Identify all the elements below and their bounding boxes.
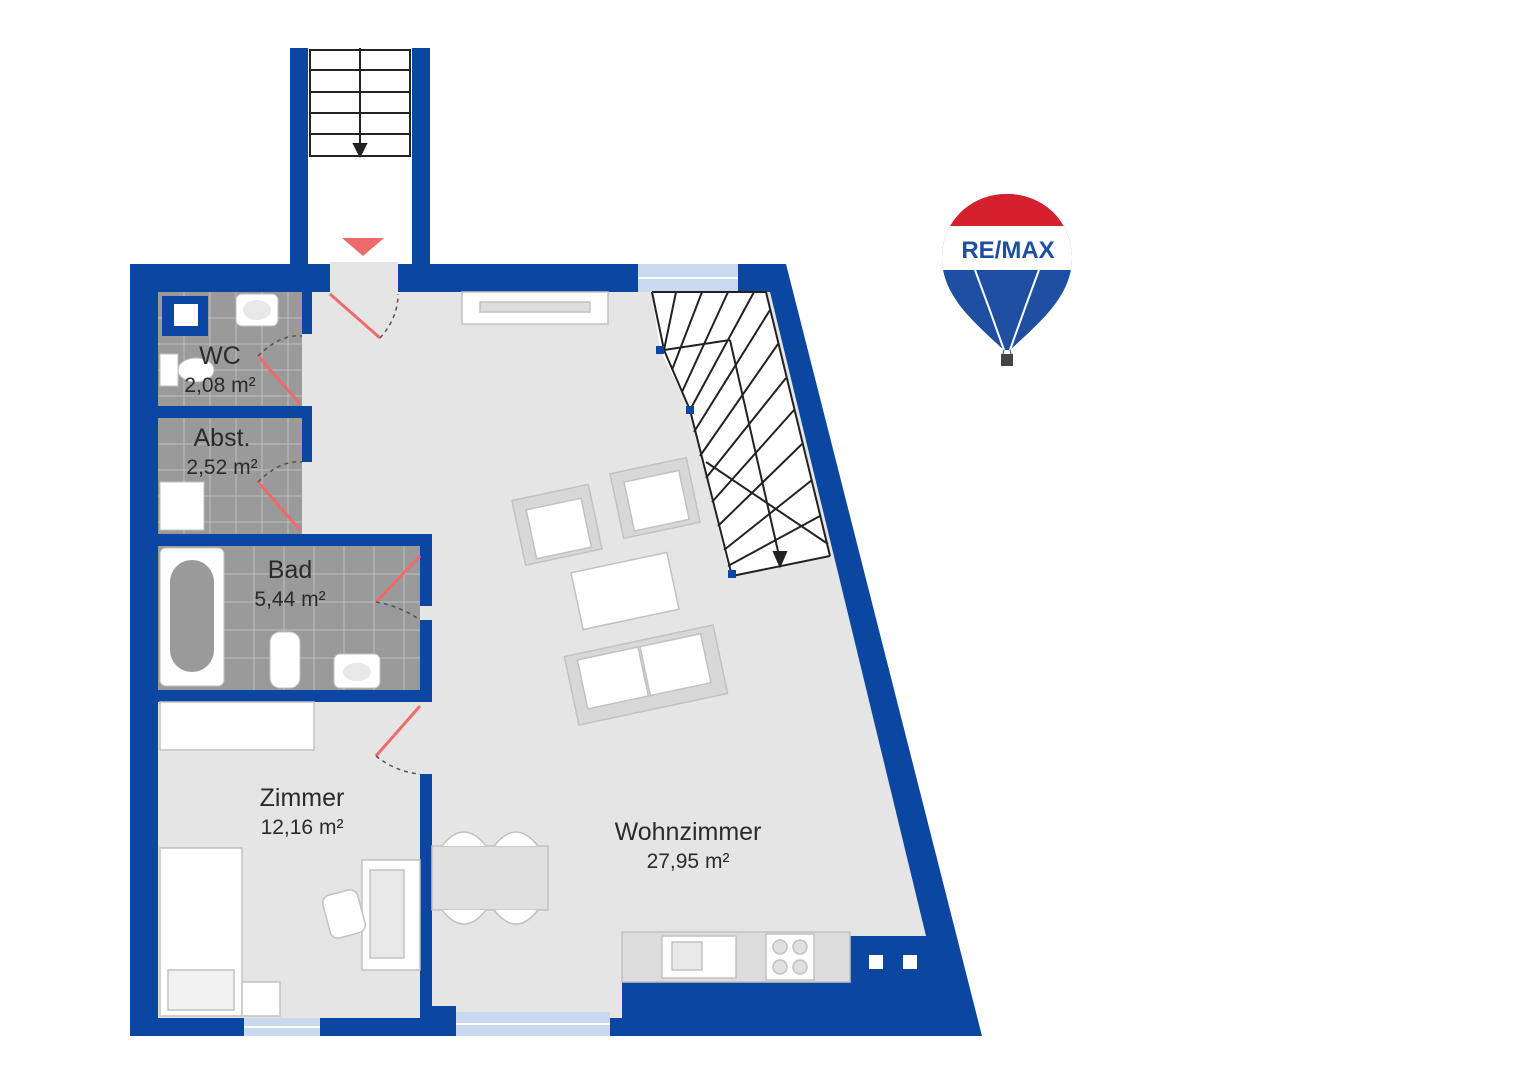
- dining-chair-3: [441, 909, 487, 925]
- room-area-abst: 2,52 m²: [186, 456, 257, 479]
- room-area-wc: 2,08 m²: [184, 374, 255, 397]
- room-area-zimmer: 12,16 m²: [261, 816, 344, 839]
- dining-chair-1: [441, 831, 487, 847]
- room-wc: [158, 292, 302, 406]
- wall-bad-zimmer: [158, 690, 432, 702]
- vent-square-1: [869, 955, 883, 969]
- balloon-basket: [1001, 354, 1013, 366]
- wall-bad-right-lower: [420, 620, 432, 702]
- doors: [256, 292, 422, 775]
- interior-stairs: [651, 291, 831, 578]
- wall-zimmer-right: [420, 774, 432, 1018]
- coffee-table: [570, 551, 680, 631]
- room-area-wohnzimmer: 27,95 m²: [647, 850, 730, 873]
- desk-chair: [321, 889, 367, 939]
- room-area-bad: 5,44 m²: [254, 588, 325, 611]
- entry-opening: [330, 262, 398, 294]
- wardrobe: [159, 701, 315, 751]
- vent-square-2: [903, 955, 917, 969]
- door-abst: [256, 481, 302, 531]
- dining-chair-2: [493, 831, 539, 847]
- door-zimmer: [374, 705, 422, 757]
- room-name-abst: Abst.: [194, 424, 251, 452]
- wall-zimmer-bottom-step: [420, 1006, 456, 1036]
- room-name-wohnzimmer: Wohnzimmer: [615, 818, 762, 846]
- wall-bad-right: [420, 546, 432, 606]
- door-wc: [256, 355, 302, 405]
- dining-chair-4: [493, 909, 539, 925]
- entrance-stairs: [309, 48, 411, 159]
- room-abst: [158, 418, 302, 534]
- remax-balloon-logo: RE/MAX: [942, 194, 1072, 366]
- living-furniture: [431, 291, 851, 983]
- bedside-table: [241, 981, 281, 1017]
- door-entry: [329, 292, 381, 340]
- room-name-bad: Bad: [268, 556, 312, 584]
- room-name-wc: WC: [199, 342, 241, 370]
- windows: [244, 264, 738, 1036]
- remax-logo-text: RE/MAX: [961, 237, 1054, 264]
- wall-abst-right: [302, 418, 312, 462]
- zimmer-furniture: [159, 701, 421, 1017]
- room-labels: WC 2,08 m² Abst. 2,52 m² Bad 5,44 m² Zim…: [184, 342, 761, 873]
- abst-appliance: [159, 481, 205, 531]
- bad-toilet: [269, 631, 301, 689]
- room-bad: [158, 546, 420, 690]
- wc-toilet: [159, 353, 179, 387]
- cooktop: [765, 933, 815, 981]
- wall-abst-bad: [158, 534, 432, 546]
- dining-table: [431, 845, 549, 911]
- wall-wc-abst: [158, 406, 312, 418]
- entry-arrow-icon: [342, 238, 384, 256]
- room-name-zimmer: Zimmer: [260, 784, 345, 812]
- door-bad: [374, 554, 422, 604]
- wall-wc-right: [302, 292, 312, 334]
